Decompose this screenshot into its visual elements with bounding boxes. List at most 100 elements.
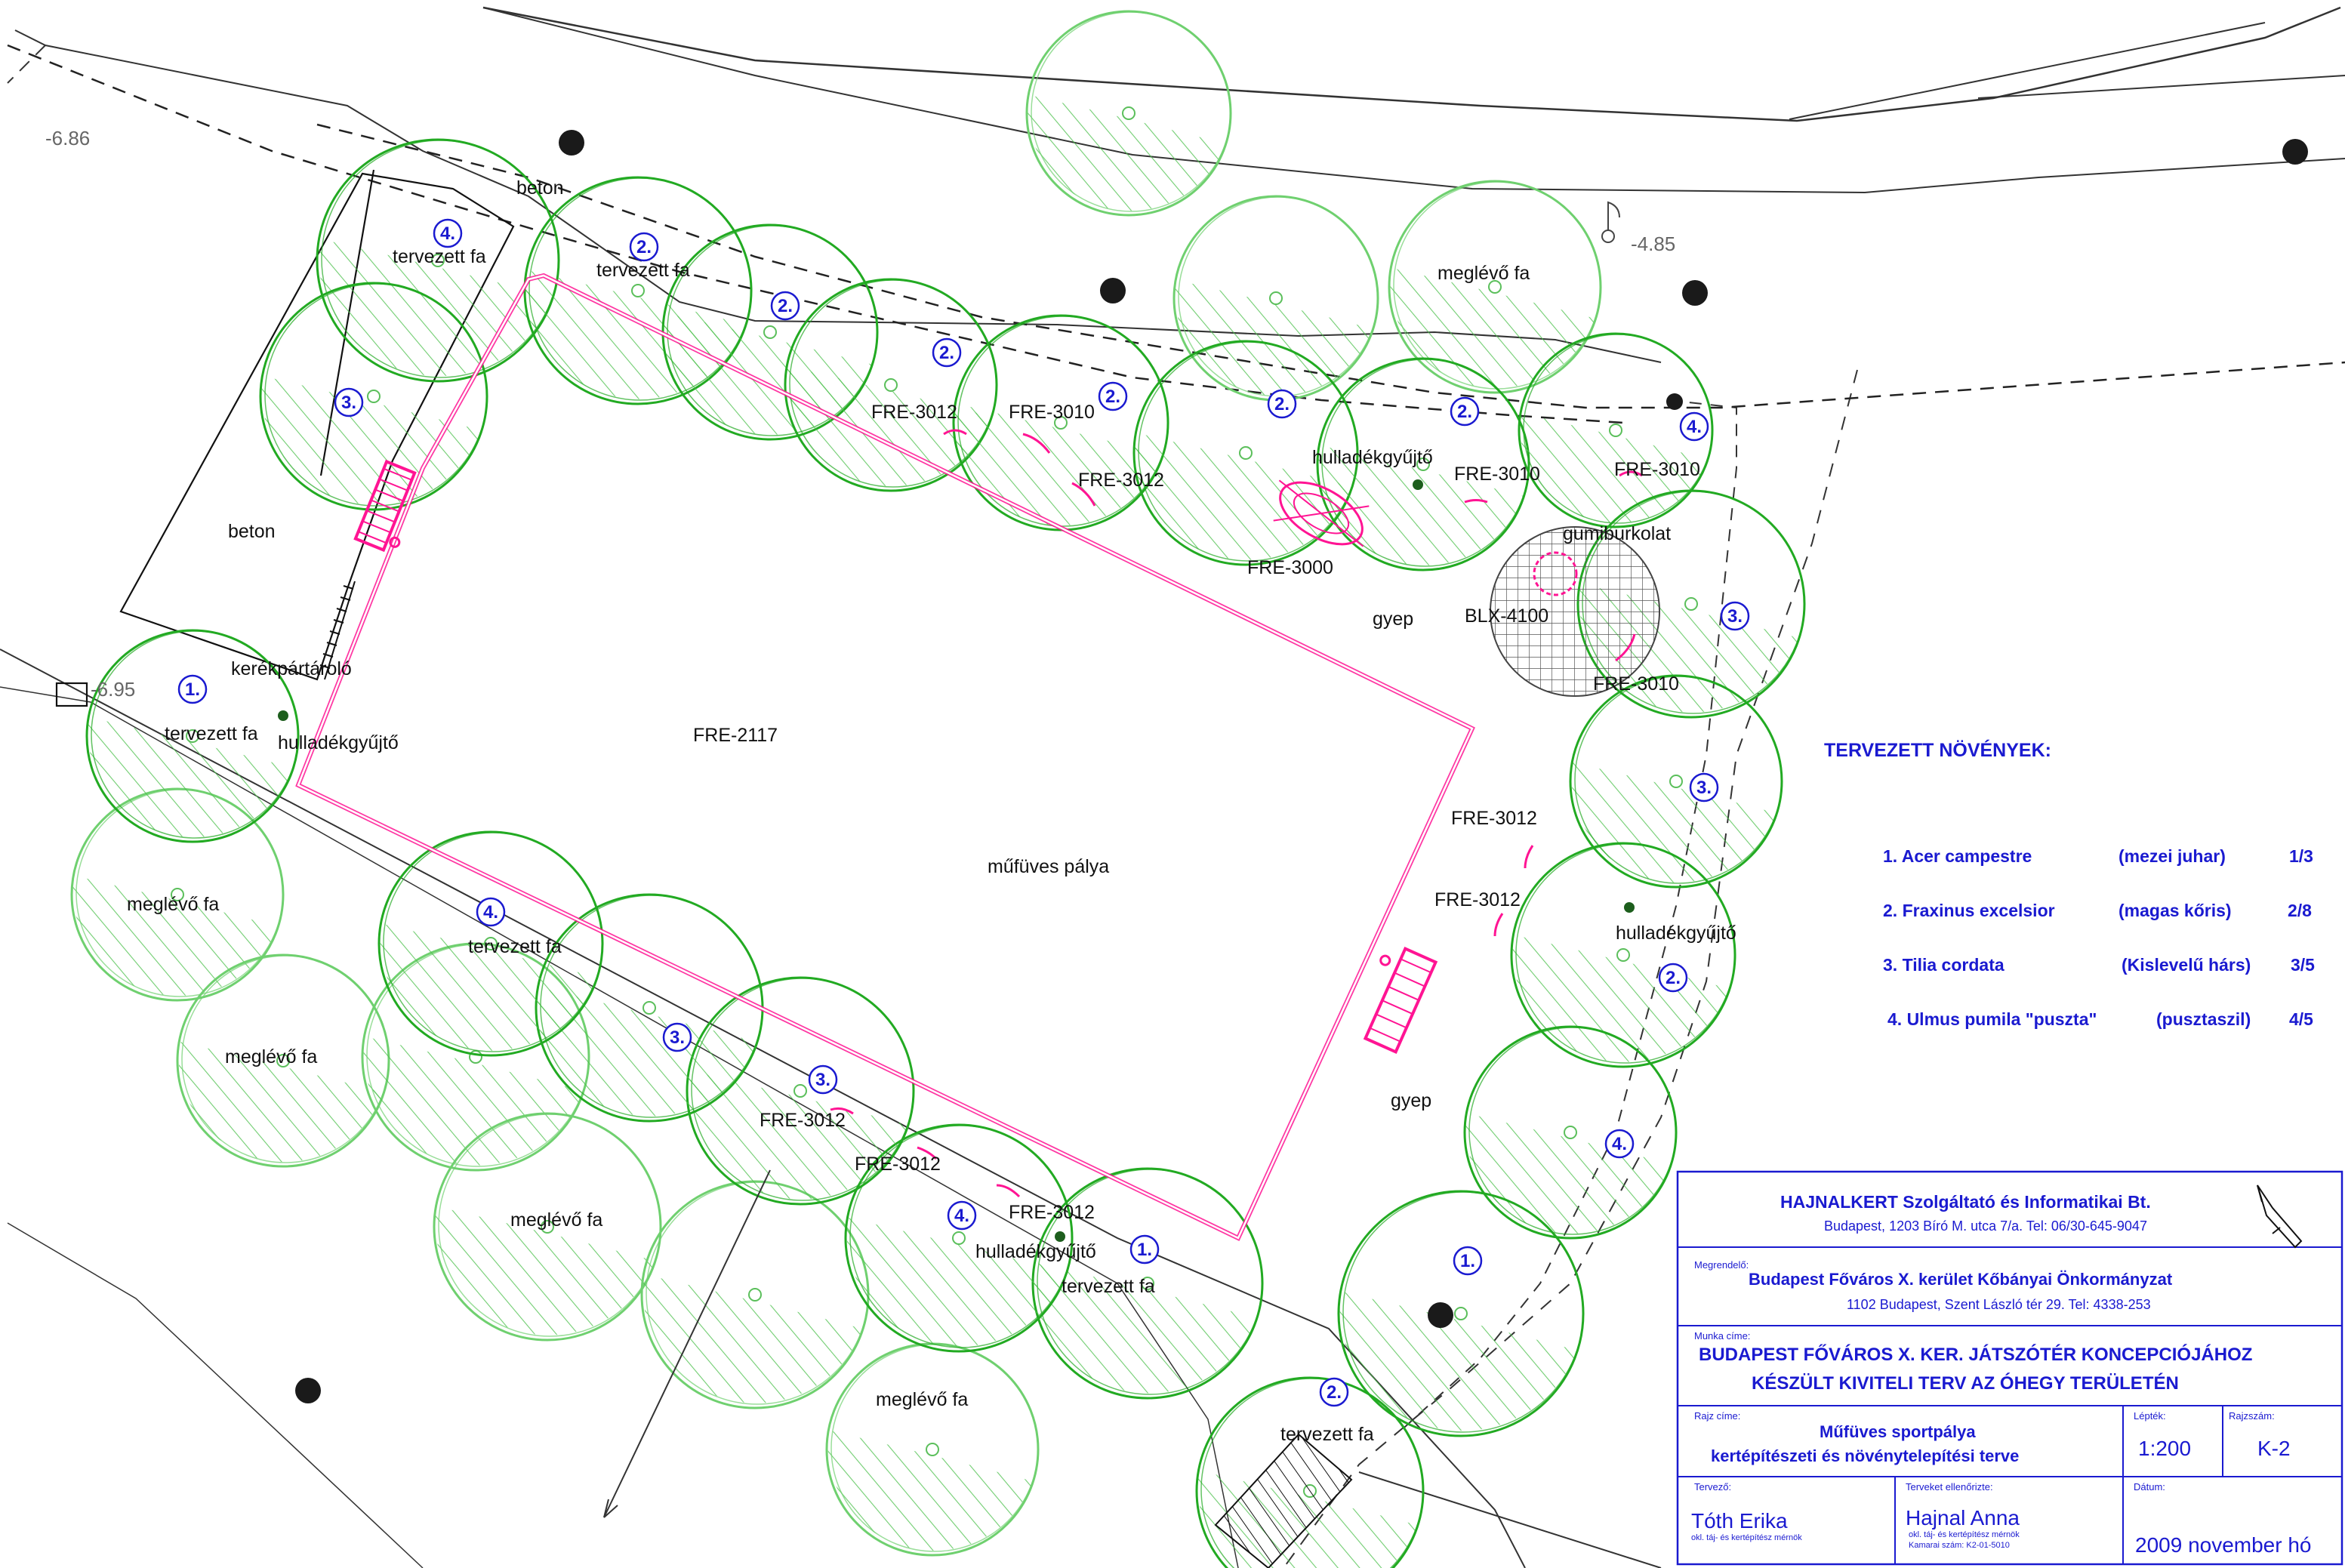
checker-caption: Terveket ellenőrizte:	[1906, 1481, 1993, 1493]
fre3000-label: FRE-3000	[1247, 557, 1333, 578]
tree-number-badge: 3.	[334, 387, 364, 417]
work-caption: Munka címe:	[1694, 1330, 1750, 1342]
legend-title: TERVEZETT NÖVÉNYEK:	[1824, 739, 2051, 761]
checker-chamber: Kamarai szám: K2-01-5010	[1909, 1541, 2010, 1550]
elevation-label: -6.86	[45, 127, 90, 149]
planned-tree-canopy	[85, 629, 300, 843]
tree-number-badge: 4.	[947, 1200, 977, 1231]
goal-right	[1363, 947, 1438, 1054]
planned-tree-canopy	[784, 278, 998, 492]
tree-canopies	[70, 10, 1806, 1568]
legend-item: 2. Fraxinus excelsior (magas kőris) 2/8	[1883, 901, 2312, 920]
planned-tree-canopy	[952, 314, 1169, 531]
drawing-title-line2: kertépítészeti és növénytelepítési terve	[1711, 1446, 2019, 1465]
tree-number-badge: 2.	[1098, 381, 1128, 411]
goal-left	[353, 459, 417, 553]
planned-tree-canopy	[259, 282, 488, 511]
planned-tree-label: tervezett fa	[1062, 1276, 1155, 1297]
waste-bin-label: hulladékgyűjtő	[1616, 923, 1736, 944]
tree-number-badge: 4.	[1679, 411, 1709, 442]
designer-caption: Tervező:	[1694, 1481, 1731, 1493]
existing-tree-label: meglévő fa	[510, 1209, 602, 1231]
tree-number-text: 2.	[778, 296, 793, 316]
tree-number-text: 3.	[670, 1027, 685, 1048]
legend-count: 4/5	[2289, 1009, 2313, 1029]
date-caption: Dátum:	[2134, 1481, 2165, 1493]
tree-number-badge: 1.	[177, 674, 208, 704]
drawing-title-line1: Műfüves sportpálya	[1820, 1422, 1976, 1441]
existing-tree-canopy	[433, 1112, 662, 1342]
fre3000-element	[1273, 479, 1370, 547]
tree-number-text: 2.	[636, 237, 652, 257]
drawing-caption: Rajz címe:	[1694, 1410, 1740, 1422]
tree-number-badge: 1.	[1129, 1234, 1160, 1265]
tree-number-text: 2.	[1327, 1382, 1342, 1403]
tree-number-text: 4.	[954, 1206, 969, 1226]
tree-number-badge: 4.	[476, 897, 506, 927]
planned-tree-canopy	[1132, 340, 1359, 566]
tree-number-badge: 2.	[770, 291, 800, 321]
waste-bin-label: hulladékgyűjtő	[1312, 447, 1433, 468]
designer-name: Tóth Erika	[1691, 1509, 1788, 1533]
fre-label: FRE-3010	[1009, 402, 1095, 423]
legend-item: 3. Tilia cordata (Kislevelű hárs) 3/5	[1883, 955, 2315, 975]
tree-number-badge: 2.	[1319, 1377, 1349, 1407]
drawing-number-caption: Rajzszám:	[2229, 1410, 2275, 1422]
client-address: 1102 Budapest, Szent László tér 29. Tel:…	[1847, 1297, 2151, 1312]
lawn-label: gyep	[1373, 608, 1413, 630]
legend-count: 1/3	[2289, 846, 2313, 866]
lawn-label: gyep	[1391, 1090, 1431, 1111]
tree-number-badge: 1.	[1453, 1246, 1483, 1276]
tree-number-text: 3.	[1727, 606, 1743, 627]
tree-number-badges: 4.2.2.3.2.2.2.2.4.3.3.2.4.1.2.4.1.3.3.4.…	[177, 218, 1750, 1407]
fre-label: FRE-3012	[871, 402, 957, 423]
lamp-posts	[295, 130, 2308, 1403]
legend-item: 4. Ulmus pumila "puszta" (pusztaszil) 4/…	[1887, 1009, 2313, 1029]
existing-tree-label: meglévő fa	[1438, 263, 1530, 284]
legend-species: 1. Acer campestre	[1883, 846, 2032, 866]
checker-title: okl. táj- és kertépítész mérnök	[1909, 1530, 2020, 1539]
existing-tree-label: meglévő fa	[876, 1389, 968, 1410]
title-block: HAJNALKERT Szolgáltató és Informatikai B…	[1676, 1170, 2343, 1566]
tree-number-badge: 3.	[662, 1022, 692, 1052]
elevation-label: -6.95	[91, 678, 135, 701]
firm-address: Budapest, 1203 Bíró M. utca 7/a. Tel: 06…	[1824, 1218, 2147, 1234]
planned-tree-canopy	[1031, 1167, 1264, 1400]
work-title-line1: BUDAPEST FŐVÁROS X. KER. JÁTSZÓTÉR KONCE…	[1699, 1344, 2252, 1365]
work-title-line2: KÉSZÜLT KIVITELI TERV AZ ÓHEGY TERÜLETÉN	[1752, 1372, 2179, 1394]
tree-number-badge: 2.	[629, 232, 659, 262]
planned-tree-canopy	[1337, 1190, 1585, 1437]
tree-number-text: 2.	[1457, 402, 1472, 422]
scale-caption: Lépték:	[2134, 1410, 2166, 1422]
existing-tree-canopy	[640, 1180, 870, 1409]
fre-label: FRE-3012	[855, 1154, 941, 1175]
blx-label: BLX-4100	[1465, 605, 1548, 627]
tree-number-text: 4.	[1687, 417, 1702, 437]
scale-value: 1:200	[2138, 1437, 2191, 1460]
tree-number-badge: 4.	[1604, 1129, 1635, 1159]
existing-tree-canopy	[1388, 180, 1602, 394]
planned-tree-canopy	[1510, 842, 1736, 1068]
fre-label: FRE-3012	[1009, 1202, 1095, 1223]
bike-rack-label: kerékpártároló	[231, 658, 352, 679]
fre-label: FRE-3012	[1434, 889, 1521, 910]
fre-label: FRE-3010	[1593, 673, 1679, 695]
existing-tree-label: meglévő fa	[225, 1046, 317, 1067]
beton-label: beton	[228, 521, 276, 542]
tree-number-text: 1.	[1137, 1240, 1152, 1260]
legend-species: 3. Tilia cordata	[1883, 955, 2004, 975]
tree-number-badge: 3.	[1689, 772, 1719, 802]
tree-number-badge: 4.	[433, 218, 463, 248]
legend-count: 3/5	[2291, 955, 2315, 975]
tree-number-text: 3.	[1696, 778, 1712, 798]
client-name: Budapest Főváros X. kerület Kőbányai Önk…	[1749, 1270, 2173, 1289]
direction-arrow	[603, 1169, 771, 1518]
tree-number-badge: 2.	[1658, 963, 1688, 993]
legend-common-name: (pusztaszil)	[2156, 1009, 2251, 1029]
legend-species: 4. Ulmus pumila "puszta"	[1887, 1009, 2097, 1029]
tree-number-badge: 2.	[1267, 389, 1297, 419]
field-code-label: FRE-2117	[693, 725, 778, 746]
existing-tree-canopy	[1025, 10, 1232, 217]
fre-label: FRE-3012	[1078, 470, 1164, 491]
